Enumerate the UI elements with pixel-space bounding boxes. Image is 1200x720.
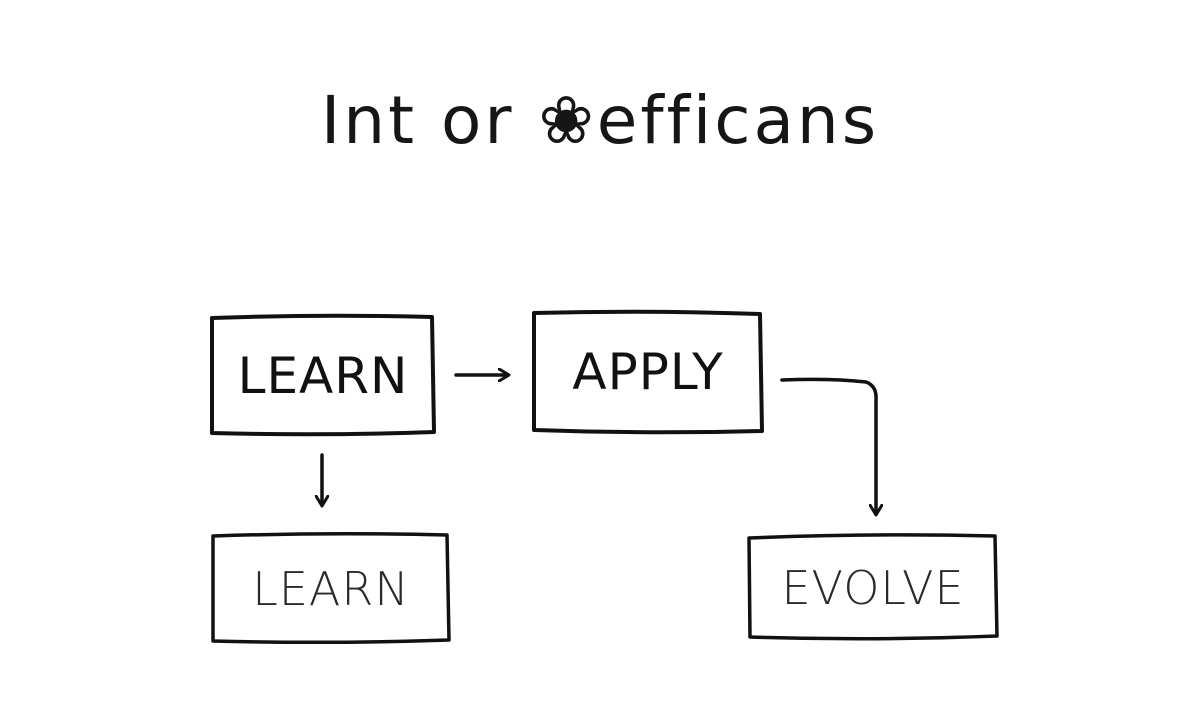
evolve-box xyxy=(747,533,999,641)
apply-box xyxy=(532,309,764,435)
arrow-apply-to-evolve xyxy=(780,377,876,514)
node-label-evolve: EVOLVE xyxy=(781,560,965,615)
learn-top-box xyxy=(210,313,436,437)
node-label-learn-bottom: LEARN xyxy=(252,561,410,616)
node-label-learn-top: LEARN xyxy=(237,346,409,405)
node-label-apply: APPLY xyxy=(572,343,724,401)
diagram-title: Int or ❀efficans xyxy=(320,82,880,159)
learn-bottom-box xyxy=(211,531,451,645)
